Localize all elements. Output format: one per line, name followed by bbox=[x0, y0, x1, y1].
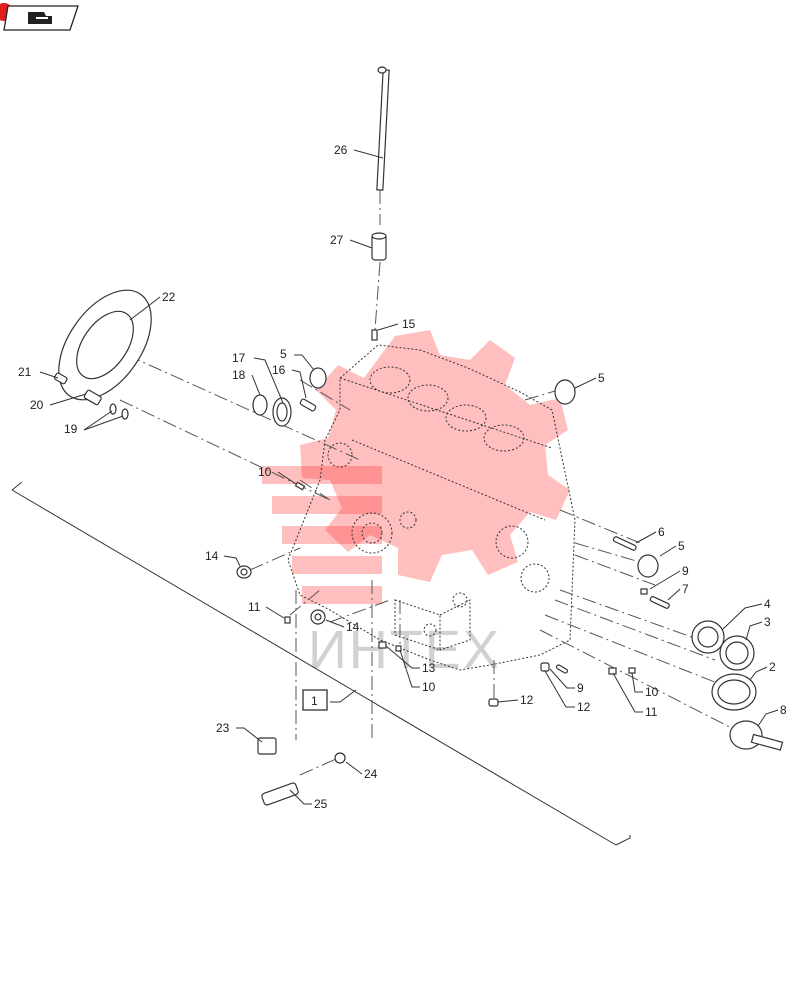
part-14-plug-left bbox=[236, 565, 252, 579]
callout-9-right: 9 bbox=[682, 564, 689, 578]
callout-labels: 26 27 22 15 21 20 19 17 18 16 5 5 10 14 … bbox=[18, 143, 787, 811]
callout-21: 21 bbox=[18, 365, 32, 379]
part-15-pin bbox=[371, 329, 378, 341]
book-link-icon bbox=[28, 12, 52, 24]
callout-6: 6 bbox=[658, 525, 665, 539]
part-17-bushing bbox=[272, 397, 292, 427]
callout-11-right: 11 bbox=[645, 705, 658, 719]
part-24-seal-washer bbox=[334, 752, 346, 764]
part-8-shaft bbox=[729, 720, 784, 751]
callout-5-lower: 5 bbox=[678, 539, 685, 553]
callout-18: 18 bbox=[232, 368, 246, 382]
callout-13: 13 bbox=[422, 661, 436, 675]
book-link-button[interactable] bbox=[0, 3, 79, 31]
part-25-bolt bbox=[261, 782, 299, 806]
part-3-bushing bbox=[719, 635, 755, 671]
part-13-pin bbox=[378, 641, 387, 649]
callout-12-center: 12 bbox=[520, 693, 534, 707]
watermark-logo: ИНТЕХ bbox=[262, 330, 570, 680]
callout-19: 19 bbox=[64, 422, 78, 436]
callout-9-lower: 9 bbox=[577, 681, 584, 695]
callout-22: 22 bbox=[162, 290, 176, 304]
callout-10-right: 10 bbox=[645, 685, 659, 699]
part-2-bearing bbox=[711, 673, 757, 711]
engine-block bbox=[287, 344, 576, 671]
callout-23: 23 bbox=[216, 721, 230, 735]
svg-text:1: 1 bbox=[311, 694, 318, 708]
callout-8: 8 bbox=[780, 703, 787, 717]
part-27-tappet bbox=[371, 232, 387, 261]
callout-5-top: 5 bbox=[280, 347, 287, 361]
callout-14-left: 14 bbox=[205, 549, 219, 563]
part-5-plug-right bbox=[554, 379, 576, 405]
part-9-pin-right bbox=[640, 588, 648, 595]
callout-12-right: 12 bbox=[577, 700, 591, 714]
part-12-plug-center bbox=[488, 698, 499, 707]
part-11-pin-left bbox=[284, 616, 291, 624]
callout-10-upper: 10 bbox=[258, 465, 272, 479]
callout-15: 15 bbox=[402, 317, 416, 331]
callout-20: 20 bbox=[30, 398, 44, 412]
part-18-ring bbox=[252, 394, 268, 416]
part-7-pin bbox=[649, 596, 670, 609]
part-22-seal-plate bbox=[58, 289, 152, 401]
part-19-seal-washers bbox=[109, 403, 129, 420]
reference-box: 1 bbox=[302, 689, 328, 711]
callout-2: 2 bbox=[769, 660, 776, 674]
watermark-text: ИНТЕХ bbox=[308, 620, 501, 680]
callout-27: 27 bbox=[330, 233, 344, 247]
part-23-drain-plug bbox=[257, 737, 277, 755]
callout-10-lower: 10 bbox=[422, 680, 436, 694]
callout-24: 24 bbox=[364, 767, 378, 781]
part-10-pin-lower bbox=[395, 645, 402, 652]
part-4-bushing bbox=[691, 620, 725, 654]
part-9-pin-lower bbox=[540, 662, 569, 674]
callout-14-center: 14 bbox=[346, 620, 360, 634]
part-14-plug-center bbox=[310, 609, 326, 625]
part-5-plug-lower bbox=[637, 554, 659, 578]
part-11-pin-right bbox=[608, 667, 617, 675]
callout-5-right: 5 bbox=[598, 371, 605, 385]
callout-3: 3 bbox=[764, 615, 771, 629]
callout-16: 16 bbox=[272, 363, 286, 377]
callout-25: 25 bbox=[314, 797, 328, 811]
callout-11-left: 11 bbox=[248, 600, 261, 614]
callout-17: 17 bbox=[232, 351, 246, 365]
callout-7: 7 bbox=[682, 582, 689, 596]
leader-lines bbox=[39, 149, 779, 805]
part-26-pushrod bbox=[376, 66, 390, 191]
part-16-dowel bbox=[299, 398, 317, 412]
section-frame bbox=[11, 481, 631, 846]
part-5-plug-top bbox=[309, 367, 327, 389]
part-10-pin-right bbox=[628, 667, 636, 674]
part-21-plug bbox=[53, 372, 68, 385]
callout-26: 26 bbox=[334, 143, 348, 157]
callout-4: 4 bbox=[764, 597, 771, 611]
part-6-dowel bbox=[612, 536, 637, 551]
part-20-fitting bbox=[83, 389, 102, 406]
part-10-pin-upper bbox=[294, 481, 306, 491]
